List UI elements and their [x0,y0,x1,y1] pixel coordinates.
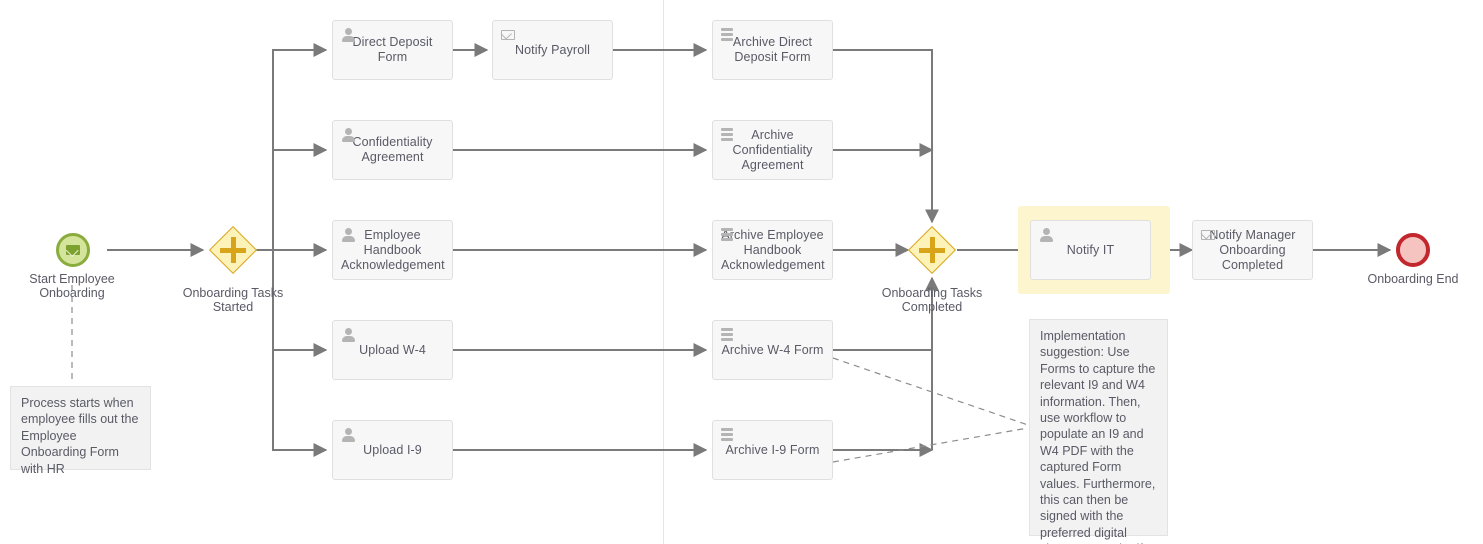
task-label-line2: Onboarding [1219,242,1286,257]
task-notify-payroll[interactable]: Notify Payroll [492,20,613,80]
task-label-line3: Completed [1221,257,1284,272]
annotation-start-note: Process starts when employee fills out t… [10,386,151,476]
task-label-line2: Confidentiality [732,142,813,157]
task-label-line1: Archive Employee [721,227,824,242]
plus-icon-vertical [929,237,935,263]
user-icon [340,327,356,343]
start-event-label-line1: Start Employee [29,272,115,286]
association-w4-note [832,357,1029,426]
list-icon [720,227,736,243]
task-label-line2: Agreement [361,150,424,164]
start-event-employee-onboarding[interactable] [56,233,90,267]
task-label-line1: Archive Direct [732,35,813,49]
start-event-label-line2: Onboarding [39,286,105,300]
user-icon [340,227,356,243]
task-label: Upload W-4 [359,342,426,357]
gateway-onboarding-tasks-completed[interactable] [907,225,957,275]
task-archive-direct-deposit-form[interactable]: Archive Direct Deposit Form [712,20,833,80]
task-label-line2: Deposit Form [734,50,811,64]
task-label: Notify IT [1066,242,1115,257]
gw1-label-line1: Onboarding Tasks [182,286,284,300]
task-label: Notify Payroll [514,42,591,57]
task-label: Archive I-9 Form [725,442,820,457]
task-label: Upload I-9 [363,442,422,457]
list-icon [720,327,736,343]
plus-icon-vertical [230,237,236,263]
task-label-line1: Direct Deposit [352,35,433,49]
gw1-label-line2: Started [212,300,254,314]
task-confidentiality-agreement[interactable]: Confidentiality Agreement [332,120,453,180]
gateway-onboarding-tasks-completed-label: Onboarding Tasks Completed [862,286,1002,314]
envelope-icon [1199,227,1216,243]
annotation-implementation-note-text: Implementation suggestion: Use Forms to … [1040,329,1156,544]
task-archive-w4-form[interactable]: Archive W-4 Form [712,320,833,380]
user-icon [340,427,356,443]
task-label-line2: Handbook [363,242,422,257]
task-label-line2: Handbook [743,242,802,257]
end-event-label: Onboarding End [1367,272,1459,286]
task-label-line3: Agreement [741,157,804,172]
task-label-line1: Confidentiality [352,135,433,149]
annotation-start-note-text: Process starts when employee fills out t… [21,396,139,476]
task-upload-i9[interactable]: Upload I-9 [332,420,453,480]
task-employee-handbook-acknowledgement[interactable]: Employee Handbook Acknowledgement [332,220,453,280]
start-event-label: Start Employee Onboarding [7,272,137,300]
message-envelope-icon [66,245,80,255]
gw2-label-line2: Completed [901,300,963,314]
task-archive-confidentiality-agreement[interactable]: Archive Confidentiality Agreement [712,120,833,180]
task-direct-deposit-form[interactable]: Direct Deposit Form [332,20,453,80]
task-archive-employee-handbook-acknowledgement[interactable]: Archive Employee Handbook Acknowledgemen… [712,220,833,280]
gw2-label-line1: Onboarding Tasks [881,286,983,300]
annotation-implementation-note: Implementation suggestion: Use Forms to … [1029,319,1168,544]
end-event-onboarding-end[interactable] [1396,233,1430,267]
lane-divider [663,0,664,544]
task-label-line2: Form [377,50,408,64]
list-icon [720,427,736,443]
task-upload-w4[interactable]: Upload W-4 [332,320,453,380]
task-notify-it[interactable]: Notify IT [1030,220,1151,280]
list-icon [720,27,736,43]
task-label: Archive W-4 Form [721,342,824,357]
association-i9-note [832,427,1029,463]
envelope-icon [499,27,516,43]
task-label-line3: Acknowledgement [341,257,445,272]
list-icon [720,127,736,143]
task-notify-manager-onboarding-completed[interactable]: Notify Manager Onboarding Completed [1192,220,1313,280]
task-label-line1: Notify Manager [1209,227,1296,242]
gateway-onboarding-tasks-started-label: Onboarding Tasks Started [163,286,303,314]
user-icon [1038,227,1054,243]
task-label-line1: Archive [751,127,794,142]
gateway-onboarding-tasks-started[interactable] [208,225,258,275]
task-archive-i9-form[interactable]: Archive I-9 Form [712,420,833,480]
task-label-line1: Employee [364,227,421,242]
user-icon [340,127,356,143]
user-icon [340,27,356,43]
task-label-line3: Acknowledgement [721,257,825,272]
